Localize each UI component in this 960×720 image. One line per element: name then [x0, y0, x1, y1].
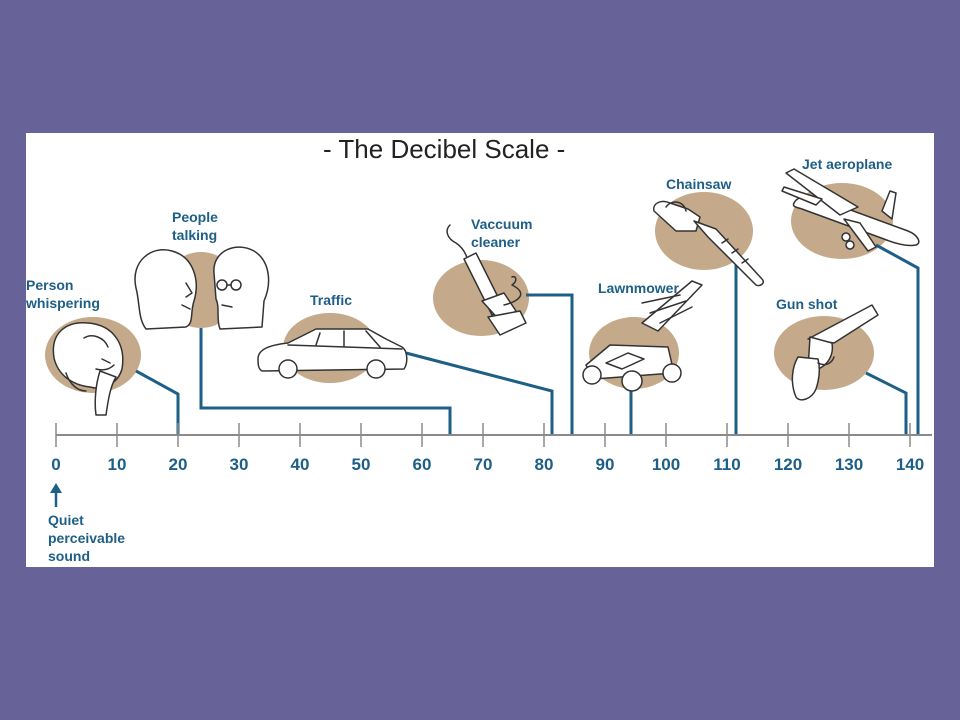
leader-lines	[135, 243, 920, 435]
lawnmower-icon	[582, 280, 703, 392]
car-icon	[257, 328, 408, 379]
talking-lead	[199, 328, 452, 435]
tick-label-40: 40	[291, 455, 310, 474]
tick-label-0: 0	[51, 455, 60, 474]
vacuum-lead	[526, 293, 574, 435]
label-jet-aeroplane: Jet aeroplane	[802, 156, 892, 172]
tick-label-90: 90	[596, 455, 615, 474]
tick-label-20: 20	[169, 455, 188, 474]
tick-label-30: 30	[230, 455, 249, 474]
label-vacuum-2: cleaner	[471, 234, 521, 250]
diagram-title: - The Decibel Scale -	[323, 134, 565, 164]
tick-label-80: 80	[535, 455, 554, 474]
diagram-panel: - The Decibel Scale -	[26, 133, 934, 567]
tick-label-60: 60	[413, 455, 432, 474]
label-people-talking-1: People	[172, 209, 218, 225]
label-people-talking-2: talking	[172, 227, 217, 243]
revolver-icon	[791, 304, 879, 401]
gunshot-lead	[865, 371, 908, 435]
baseline-note: Quiet perceivable sound	[48, 483, 125, 564]
jet-plane-icon	[781, 168, 920, 252]
baseline-note-line-1: Quiet	[48, 512, 84, 528]
label-person-whispering-2: whispering	[26, 295, 100, 311]
up-arrow-icon	[50, 483, 62, 493]
whispering-person-icon	[52, 322, 124, 416]
tick-label-10: 10	[108, 455, 127, 474]
vacuum-cleaner-icon	[446, 224, 527, 336]
chainsaw-icon	[653, 200, 765, 287]
decibel-scale-diagram: - The Decibel Scale -	[26, 134, 932, 564]
label-gun-shot: Gun shot	[776, 296, 838, 312]
tick-labels: 0 10 20 30 40 50 60 70 80 90 100 110 120 130 140	[51, 455, 924, 474]
traffic-lead	[405, 351, 554, 435]
label-traffic: Traffic	[310, 292, 352, 308]
people-talking-icon	[134, 246, 270, 330]
tick-label-110: 110	[713, 455, 740, 474]
baseline-note-line-3: sound	[48, 548, 90, 564]
whisper-lead	[135, 369, 180, 435]
jet-lead	[875, 243, 920, 435]
tick-label-50: 50	[352, 455, 371, 474]
label-chainsaw: Chainsaw	[666, 176, 731, 192]
label-lawnmower: Lawnmower	[598, 280, 679, 296]
tick-label-70: 70	[474, 455, 493, 474]
label-vacuum-1: Vaccuum	[471, 216, 532, 232]
tick-label-130: 130	[835, 455, 863, 474]
tick-label-120: 120	[774, 455, 802, 474]
label-person-whispering-1: Person	[26, 277, 73, 293]
baseline-note-line-2: perceivable	[48, 530, 125, 546]
tick-label-100: 100	[652, 455, 680, 474]
tick-label-140: 140	[896, 455, 924, 474]
tick-marks	[55, 423, 911, 447]
